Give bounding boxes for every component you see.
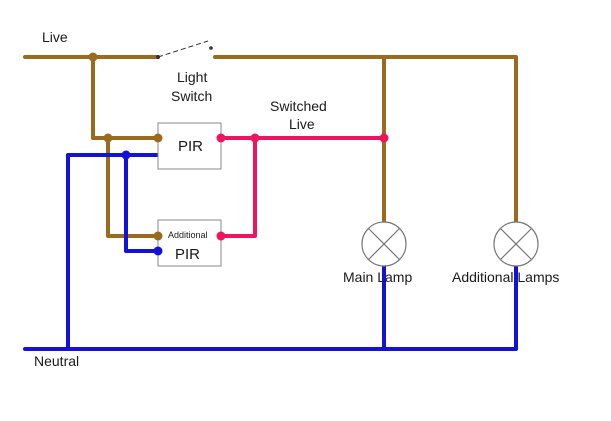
- junction-neutral-pir: [121, 150, 131, 160]
- switched-live-wires: [219, 136, 386, 238]
- label-main-lamp: Main Lamp: [343, 269, 412, 285]
- pir-additional-caption: Additional: [168, 230, 208, 240]
- label-light-switch-line2: Switch: [171, 88, 212, 104]
- live-to-additional-pir: [106, 136, 160, 238]
- light-switch: [156, 40, 213, 59]
- pir-main-label: PIR: [178, 138, 203, 155]
- junction-switched-mid: [250, 133, 260, 143]
- junction-switched-lamp: [379, 133, 389, 143]
- label-switched-live-line2: Live: [289, 116, 315, 132]
- pir-additional-terminal-live: [153, 231, 163, 241]
- pir-main-terminal-live: [153, 133, 163, 143]
- junction-live-pir: [103, 133, 113, 143]
- pir-additional: Additional PIR: [153, 219, 226, 267]
- pir-additional-label: PIR: [175, 246, 200, 263]
- pir-main-box: [157, 122, 222, 170]
- additional-lamps: [493, 221, 539, 267]
- junction-dots: [88, 52, 389, 160]
- label-additional-lamps: Additional Lamps: [452, 269, 559, 285]
- label-switched-live-line1: Switched: [270, 98, 327, 114]
- neutral-to-additional-pir: [124, 153, 160, 253]
- live-after-switch: [213, 55, 518, 224]
- neutral-wires: [23, 153, 518, 351]
- label-light-switch-line1: Light: [177, 69, 207, 85]
- pir-additional-terminal-switched: [216, 231, 226, 241]
- light-switch-contact-right: [209, 46, 213, 50]
- neutral-main-line: [23, 264, 518, 351]
- live-drop-to-pir: [91, 55, 160, 140]
- main-lamp: [361, 221, 407, 267]
- light-switch-contact-left: [156, 55, 160, 59]
- label-live: Live: [42, 29, 68, 45]
- pir-additional-box: [157, 219, 222, 267]
- live-wires: [23, 55, 518, 238]
- pir-main-terminal-switched: [216, 133, 226, 143]
- switched-live-from-additional: [219, 136, 257, 238]
- pir-main: PIR: [153, 122, 226, 170]
- pir-additional-terminal-neutral: [153, 246, 163, 256]
- junction-live-top: [88, 52, 98, 62]
- light-switch-lever: [157, 40, 209, 58]
- label-neutral: Neutral: [34, 353, 79, 369]
